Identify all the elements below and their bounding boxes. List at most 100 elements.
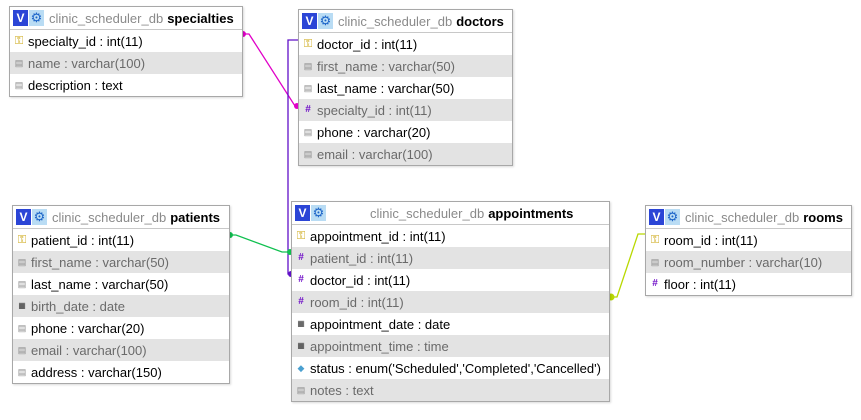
field-label: name : varchar(100): [28, 55, 146, 71]
column-icon: ▤: [303, 83, 313, 93]
table-name: appointments: [488, 205, 574, 221]
table-patients[interactable]: V ⚙ clinic_scheduler_db patients ⚿ patien…: [12, 205, 230, 384]
field-list: ⚿ patient_id : int(11) ▤ first_name : varch…: [13, 229, 229, 383]
field-label: specialty_id : int(11): [28, 33, 143, 49]
view-icon[interactable]: V: [13, 10, 28, 26]
foreign-key-icon: #: [305, 104, 311, 115]
column-icon: ▤: [650, 257, 660, 267]
table-name: specialties: [167, 10, 234, 26]
table-header[interactable]: V ⚙ clinic_scheduler_db appointments: [292, 202, 609, 225]
database-name: clinic_scheduler_db: [338, 13, 453, 29]
key-icon: ⚿: [303, 38, 313, 50]
database-name: clinic_scheduler_db: [52, 209, 167, 225]
field-row[interactable]: ⚿doctor_id : int(11): [299, 33, 512, 55]
view-icon[interactable]: V: [295, 205, 310, 221]
field-row[interactable]: ▤ room_number : varchar(10): [646, 251, 851, 273]
column-icon: ▤: [17, 257, 27, 267]
field-label: room_number : varchar(10): [664, 254, 823, 270]
gear-icon[interactable]: ⚙: [32, 209, 47, 225]
foreign-key-icon: #: [652, 278, 658, 289]
field-label: address : varchar(150): [31, 364, 162, 380]
table-specialties[interactable]: V ⚙ clinic_scheduler_db specialties ⚿spe…: [9, 6, 243, 97]
table-rooms[interactable]: V ⚙ clinic_scheduler_db rooms ⚿room_id :…: [645, 205, 852, 296]
date-icon: ▦: [18, 301, 26, 310]
field-row[interactable]: ▤ phone : varchar(20): [299, 121, 512, 143]
field-row[interactable]: ⚿ patient_id : int(11): [13, 229, 229, 251]
link-specialties-doctors: [241, 33, 301, 107]
field-row[interactable]: ▤ description : text: [10, 74, 242, 96]
field-row[interactable]: #doctor_id : int(11): [292, 269, 609, 291]
field-row[interactable]: #room_id : int(11): [292, 291, 609, 313]
column-icon: ▤: [303, 127, 313, 137]
field-row[interactable]: ▤ phone : varchar(20): [13, 317, 229, 339]
field-list: ⚿appointment_id : int(11) # patient_id : i…: [292, 225, 609, 401]
field-row[interactable]: ▦ appointment_date : date: [292, 313, 609, 335]
field-list: ⚿specialty_id : int(11)▤name : varchar(1…: [10, 30, 242, 96]
field-label: email : varchar(100): [317, 146, 433, 162]
field-label: first_name : varchar(50): [31, 254, 169, 270]
field-label: appointment_date : date: [310, 316, 451, 332]
column-icon: ▤: [17, 323, 27, 333]
field-row[interactable]: ▦ birth_date : date: [13, 295, 229, 317]
field-label: phone : varchar(20): [317, 124, 431, 140]
field-row[interactable]: # floor : int(11): [646, 273, 851, 295]
field-row[interactable]: ▤ last_name : varchar(50): [299, 77, 512, 99]
view-icon[interactable]: V: [649, 209, 664, 225]
table-name: rooms: [803, 209, 843, 225]
table-doctors[interactable]: V ⚙ clinic_scheduler_db doctors ⚿doctor_…: [298, 9, 513, 166]
field-row[interactable]: # patient_id : int(11): [292, 247, 609, 269]
table-name: doctors: [456, 13, 504, 29]
field-row[interactable]: ▤notes : text: [292, 379, 609, 401]
key-icon: ⚿: [17, 234, 27, 246]
table-header[interactable]: V ⚙ clinic_scheduler_db rooms: [646, 206, 851, 229]
field-row[interactable]: ▦appointment_time : time: [292, 335, 609, 357]
field-row[interactable]: ⚿appointment_id : int(11): [292, 225, 609, 247]
field-row[interactable]: # specialty_id : int(11): [299, 99, 512, 121]
field-row[interactable]: ▤name : varchar(100): [10, 52, 242, 74]
field-row[interactable]: ⚿room_id : int(11): [646, 229, 851, 251]
enum-icon: ◆: [297, 363, 305, 373]
view-icon[interactable]: V: [302, 13, 317, 29]
field-label: specialty_id : int(11): [317, 102, 432, 118]
table-header[interactable]: V ⚙ clinic_scheduler_db patients: [13, 206, 229, 229]
foreign-key-icon: #: [298, 296, 304, 307]
field-row[interactable]: ▤address : varchar(150): [13, 361, 229, 383]
field-label: floor : int(11): [664, 276, 737, 292]
field-label: status : enum('Scheduled','Completed','C…: [310, 360, 601, 376]
column-icon: ▤: [303, 61, 313, 71]
field-label: last_name : varchar(50): [31, 276, 169, 292]
field-row[interactable]: ▤ email : varchar(100): [13, 339, 229, 361]
field-row[interactable]: ▤last_name : varchar(50): [13, 273, 229, 295]
field-label: last_name : varchar(50): [317, 80, 455, 96]
field-list: ⚿room_id : int(11) ▤ room_number : varchar…: [646, 229, 851, 295]
column-icon: ▤: [14, 80, 24, 90]
field-row[interactable]: ⚿specialty_id : int(11): [10, 30, 242, 52]
field-label: room_id : int(11): [664, 232, 758, 248]
field-label: patient_id : int(11): [310, 250, 414, 266]
field-row[interactable]: ◆ status : enum('Scheduled','Completed','…: [292, 357, 609, 379]
field-label: birth_date : date: [31, 298, 125, 314]
field-row[interactable]: ▤first_name : varchar(50): [299, 55, 512, 77]
field-row[interactable]: ▤email : varchar(100): [299, 143, 512, 165]
gear-icon[interactable]: ⚙: [311, 205, 326, 221]
column-icon: ▤: [296, 385, 306, 395]
gear-icon[interactable]: ⚙: [318, 13, 333, 29]
foreign-key-icon: #: [298, 252, 304, 263]
gear-icon[interactable]: ⚙: [29, 10, 44, 26]
database-name: clinic_scheduler_db: [370, 205, 485, 221]
key-icon: ⚿: [296, 230, 306, 242]
database-name: clinic_scheduler_db: [49, 10, 164, 26]
field-label: email : varchar(100): [31, 342, 147, 358]
field-label: patient_id : int(11): [31, 232, 135, 248]
table-appointments[interactable]: V ⚙ clinic_scheduler_db appointments ⚿ap…: [291, 201, 610, 402]
field-label: description : text: [28, 77, 123, 93]
field-label: phone : varchar(20): [31, 320, 145, 336]
date-icon: ▦: [297, 319, 305, 328]
column-icon: ▤: [17, 345, 27, 355]
gear-icon[interactable]: ⚙: [665, 209, 680, 225]
table-header[interactable]: V ⚙ clinic_scheduler_db doctors: [299, 10, 512, 33]
field-row[interactable]: ▤ first_name : varchar(50): [13, 251, 229, 273]
view-icon[interactable]: V: [16, 209, 31, 225]
foreign-key-icon: #: [298, 274, 304, 285]
table-header[interactable]: V ⚙ clinic_scheduler_db specialties: [10, 7, 242, 30]
